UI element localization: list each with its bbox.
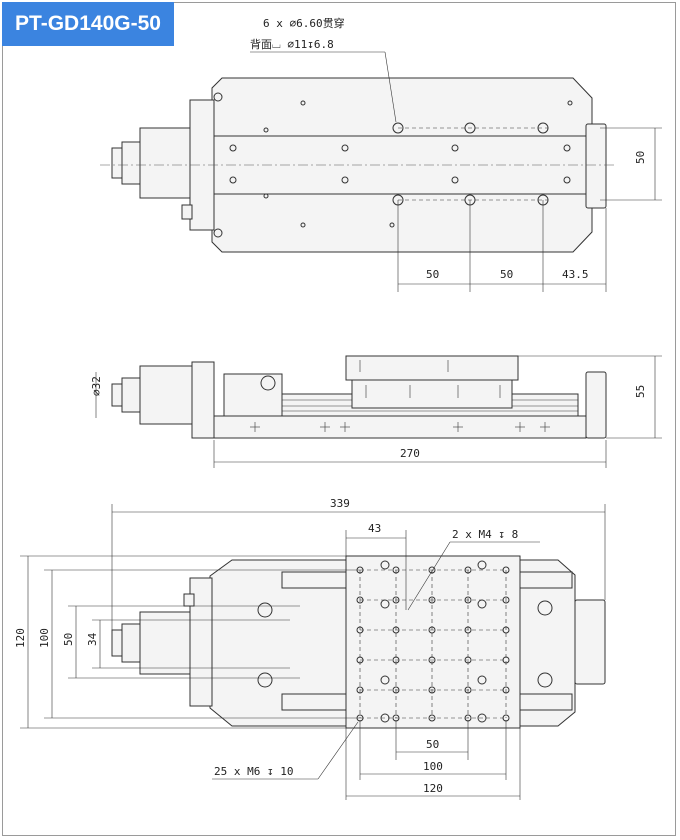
dim-side-height: 55 (634, 385, 647, 398)
dim-left-120: 120 (14, 628, 27, 648)
dim-top-vertical-50: 50 (634, 151, 647, 164)
dim-motor-diameter: ⌀32 (90, 376, 103, 396)
bottom-view: 339 43 2 x M4 ↧ 8 120 100 50 34 50 1 (14, 497, 606, 800)
hole-note-line1: 6 x ⌀6.60贯穿 (263, 16, 345, 30)
top-view: 50 50 50 43.5 6 x ⌀6.60贯穿 背面⌴ ⌀11↧6.8 (100, 16, 662, 292)
thread-note-m4: 2 x M4 ↧ 8 (452, 528, 518, 541)
dim-bottom-50: 50 (426, 738, 439, 751)
dim-bottom-120: 120 (423, 782, 443, 795)
dim-left-100: 100 (38, 628, 51, 648)
dim-offset-43: 43 (368, 522, 381, 535)
dim-top-h2: 50 (500, 268, 513, 281)
dim-bottom-100: 100 (423, 760, 443, 773)
dim-top-h1: 50 (426, 268, 439, 281)
model-title-badge: PT-GD140G-50 (2, 2, 174, 46)
dim-side-length: 270 (400, 447, 420, 460)
dim-overall-339: 339 (330, 497, 350, 510)
dim-top-h3: 43.5 (562, 268, 589, 281)
dim-left-34: 34 (86, 632, 99, 646)
hole-note-line2: 背面⌴ ⌀11↧6.8 (250, 37, 334, 51)
side-view: 270 55 ⌀32 (90, 355, 662, 468)
dim-left-50: 50 (62, 633, 75, 646)
thread-note-m6: 25 x M6 ↧ 10 (214, 765, 293, 778)
